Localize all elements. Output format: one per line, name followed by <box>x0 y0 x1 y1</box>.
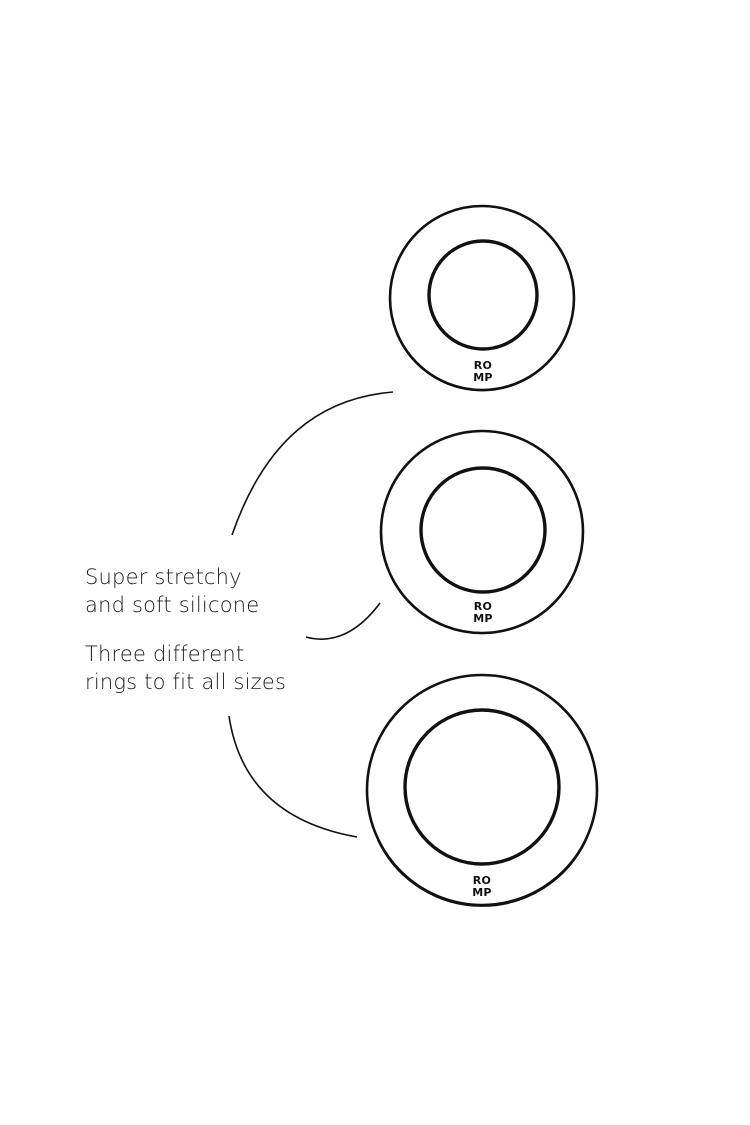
caption-stretchy: Super stretchy and soft silicone <box>85 563 259 619</box>
caption-sizes-line-2: rings to fit all sizes <box>85 670 287 694</box>
caption-stretchy-line-2: and soft silicone <box>85 593 260 617</box>
caption-stretchy-line-1: Super stretchy <box>85 565 242 589</box>
ring-large: RO MP <box>365 673 599 907</box>
ring-small-logo-bottom: MP <box>473 371 493 384</box>
connector-line-bottom <box>228 715 358 838</box>
ring-medium-outer-shade <box>391 577 573 635</box>
ring-small: RO MP <box>388 204 576 392</box>
ring-small-logo-top: RO <box>474 359 492 372</box>
ring-medium-inner <box>419 466 547 594</box>
connector-line-middle <box>305 602 381 640</box>
caption-sizes-line-1: Three different <box>85 642 245 666</box>
ring-large-logo-top: RO <box>473 874 491 887</box>
ring-large-outer-shade <box>377 839 587 907</box>
ring-medium: RO MP <box>379 429 585 635</box>
ring-medium-logo-top: RO <box>474 600 492 613</box>
ring-small-inner <box>427 239 539 351</box>
caption-sizes: Three different rings to fit all sizes <box>85 640 286 696</box>
ring-large-inner <box>403 708 561 866</box>
ring-large-logo-bottom: MP <box>472 886 492 899</box>
ring-medium-logo-bottom: MP <box>473 612 493 625</box>
connector-line-top <box>231 391 394 536</box>
ring-small-outer-shade <box>398 337 566 392</box>
